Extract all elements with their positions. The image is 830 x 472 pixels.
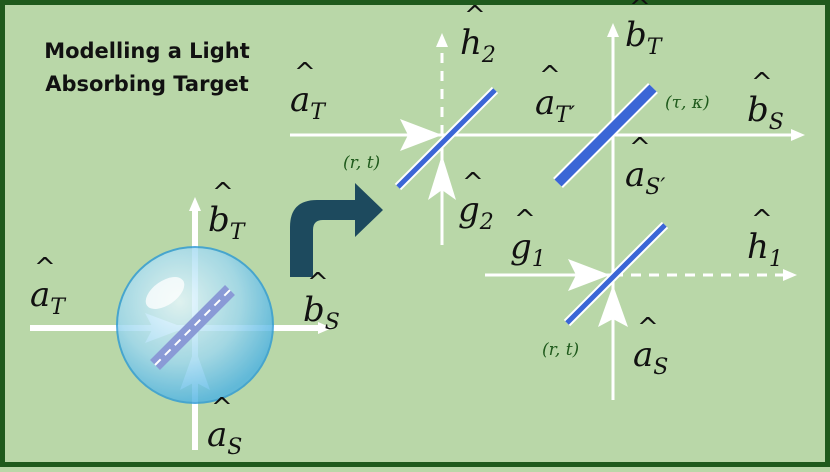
beam-b-t-vertical [607, 23, 619, 400]
left-beam-splitter [150, 285, 235, 370]
title-line-1: Modelling a Light [44, 39, 250, 63]
param-target-splitter: (τ, κ) [665, 93, 710, 113]
label-right-a-t: aT [290, 58, 325, 125]
title-line-2: Absorbing Target [45, 72, 249, 96]
beam-a-t-line [290, 119, 805, 151]
beam-h2-dashed [436, 33, 448, 135]
beam-a-s-input [598, 285, 628, 327]
label-right-b-s: bS [747, 68, 784, 135]
label-h1: h1 [747, 205, 783, 272]
param-beam-splitter-2: (r, t) [542, 340, 580, 360]
label-left-b-t: bT [208, 178, 244, 245]
beam-g2 [428, 140, 456, 245]
label-g2: g2 [458, 168, 494, 235]
diagram-title: Modelling a Light Absorbing Target [27, 35, 267, 101]
label-a-s-prime: aS′ [625, 133, 665, 200]
label-h2: h2 [460, 1, 496, 68]
param-beam-splitter-1: (r, t) [343, 153, 381, 173]
label-right-a-s: aS [633, 313, 668, 380]
label-right-b-t: bT [625, 0, 661, 60]
beam-splitter-1 [394, 86, 499, 191]
label-left-b-s: bS [303, 268, 340, 335]
bubble-highlight [145, 277, 185, 309]
label-left-a-s: aS [207, 393, 242, 460]
label-left-a-t: aT [30, 253, 65, 320]
beam-g1-h1 [485, 259, 797, 291]
beam-splitter-2 [563, 221, 669, 327]
target-splitter [553, 83, 658, 188]
curved-transition-arrow [290, 183, 383, 277]
label-a-t-prime: aT′ [535, 61, 575, 128]
label-g1: g1 [510, 205, 546, 272]
diagram-graphics [30, 23, 805, 450]
